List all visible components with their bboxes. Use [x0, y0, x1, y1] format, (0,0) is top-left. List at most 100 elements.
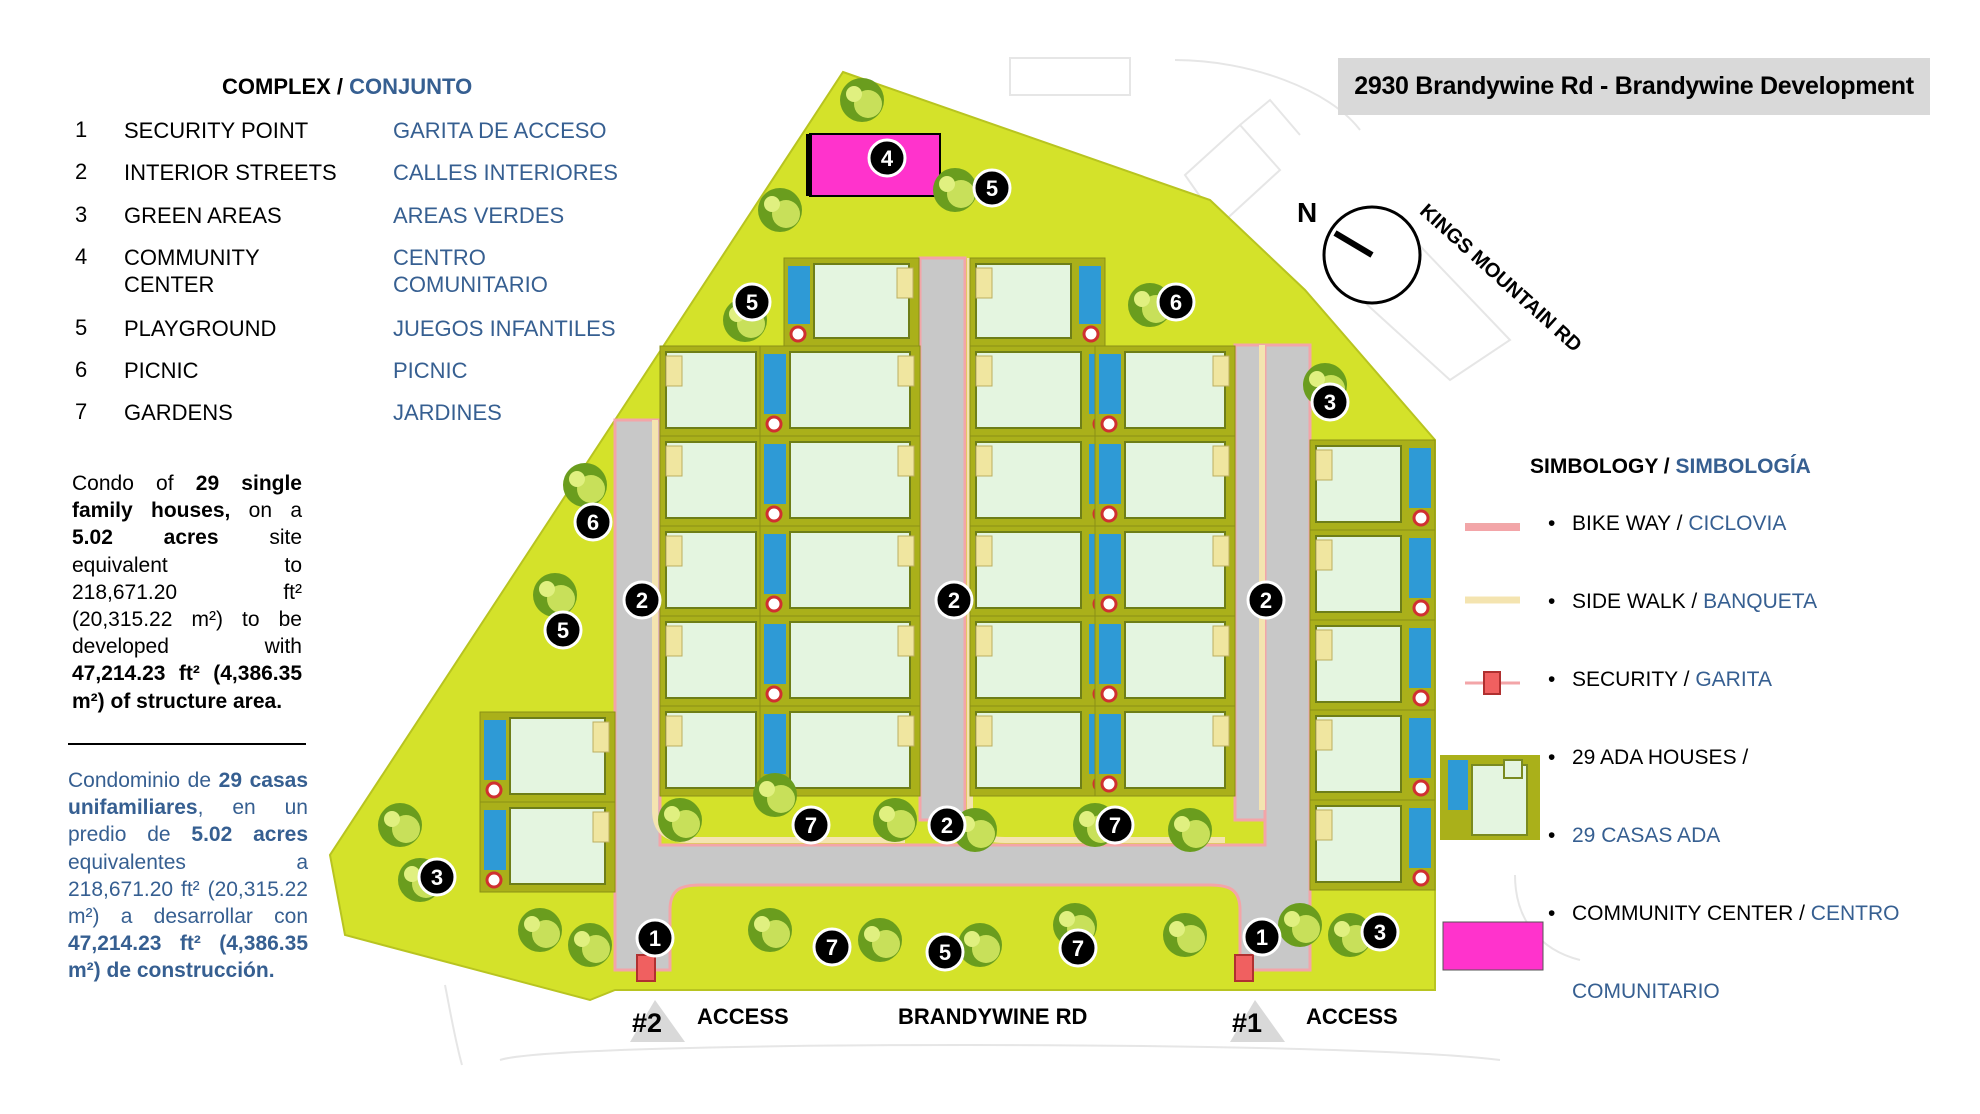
access-number-2: #2 [632, 1008, 663, 1038]
map-marker-label: 3 [1374, 920, 1386, 945]
tree [568, 923, 612, 967]
map-marker-5: 5 [972, 168, 1012, 208]
map-marker-label: 4 [881, 146, 894, 171]
house-lot [479, 801, 616, 893]
map-marker-label: 6 [1170, 290, 1182, 315]
house-lot [1094, 435, 1236, 527]
map-marker-label: 2 [636, 588, 648, 613]
house-lot [1309, 439, 1436, 531]
map-marker-5: 5 [732, 282, 772, 322]
map-marker-2: 2 [927, 805, 967, 845]
house-lot [1094, 615, 1236, 707]
map-marker-2: 2 [934, 580, 974, 620]
security-swatch [1465, 671, 1520, 695]
ada-houses [479, 257, 1436, 893]
map-marker-6: 6 [573, 502, 613, 542]
symbology-title: SIMBOLOGY / SIMBOLOGÍA [1530, 455, 1811, 478]
map-marker-5: 5 [925, 932, 965, 972]
security-booths [636, 954, 1254, 982]
house-lot [783, 257, 920, 347]
tree [378, 803, 422, 847]
house-lot [969, 615, 1116, 707]
tree [858, 918, 902, 962]
house-lot [1309, 619, 1436, 711]
map-marker-label: 3 [1324, 390, 1336, 415]
house-lot [1309, 799, 1436, 891]
access-arrows [630, 1000, 1285, 1042]
north-compass: N [1297, 197, 1422, 305]
tree [518, 908, 562, 952]
community-center-swatch [1442, 921, 1544, 971]
symbology-swatches [1440, 523, 1544, 971]
map-marker-7: 7 [791, 805, 831, 845]
map-marker-7: 7 [1058, 928, 1098, 968]
description-spanish: Condominio de 29 casas unifamiliares, en… [68, 769, 309, 983]
tree [933, 168, 977, 212]
map-marker-7: 7 [812, 927, 852, 967]
map-marker-label: 5 [557, 618, 569, 643]
house-lot [1094, 705, 1236, 797]
road-label-brandywine: BRANDYWINE RD [898, 1004, 1088, 1029]
map-marker-7: 7 [1095, 805, 1135, 845]
map-marker-label: 2 [948, 588, 960, 613]
map-marker-4: 4 [867, 138, 907, 178]
map-marker-1: 1 [635, 918, 675, 958]
tree [563, 463, 607, 507]
map-marker-label: 7 [1109, 813, 1121, 838]
tree [1163, 913, 1207, 957]
house-lot [759, 705, 921, 797]
description-divider [68, 743, 306, 745]
house-lot [969, 705, 1116, 797]
map-marker-1: 1 [1242, 917, 1282, 957]
map-marker-2: 2 [1246, 580, 1286, 620]
house-lot [1094, 525, 1236, 617]
map-marker-label: 2 [1260, 588, 1272, 613]
house-lot [1309, 529, 1436, 621]
house-lot [969, 525, 1116, 617]
map-marker-6: 6 [1156, 282, 1196, 322]
map-marker-label: 7 [826, 935, 838, 960]
legend-title: COMPLEX / CONJUNTO [222, 74, 473, 99]
tree [1168, 808, 1212, 852]
map-markers: 4 5 5 6 3 6 5 2 2 2 2 7 7 3 1 7 5 7 1 3 [417, 138, 1400, 972]
map-marker-label: 5 [939, 940, 951, 965]
access-label-2: ACCESS [697, 1004, 789, 1029]
access-label-1: ACCESS [1306, 1004, 1398, 1029]
tree [840, 78, 884, 122]
house-lot [759, 615, 921, 707]
house-lot [759, 525, 921, 617]
house-lot [759, 435, 921, 527]
tree [658, 798, 702, 842]
map-marker-label: 6 [587, 510, 599, 535]
description-english: Condo of 29 single family houses, on a 5… [72, 472, 302, 713]
map-marker-3: 3 [1310, 382, 1350, 422]
map-marker-3: 3 [417, 857, 457, 897]
north-label: N [1297, 197, 1317, 228]
map-marker-5: 5 [543, 610, 583, 650]
house-lot [759, 345, 921, 437]
map-marker-2: 2 [622, 580, 662, 620]
map-marker-label: 7 [1072, 936, 1084, 961]
tree [748, 908, 792, 952]
house-lot [969, 257, 1106, 347]
tree [873, 798, 917, 842]
house-lot [479, 711, 616, 803]
page-title: 2930 Brandywine Rd - Brandywine Developm… [1338, 58, 1930, 115]
map-marker-label: 7 [805, 813, 817, 838]
map-marker-label: 2 [941, 813, 953, 838]
tree [958, 923, 1002, 967]
map-marker-label: 5 [746, 290, 758, 315]
ada-house-swatch [1440, 755, 1540, 840]
map-marker-label: 1 [1256, 925, 1268, 950]
map-marker-label: 5 [986, 176, 998, 201]
house-lot [1309, 709, 1436, 801]
house-lot [1094, 345, 1236, 437]
tree [758, 188, 802, 232]
access-number-1: #1 [1232, 1008, 1263, 1038]
tree [533, 573, 577, 617]
map-marker-label: 1 [649, 926, 661, 951]
map-marker-label: 3 [431, 865, 443, 890]
house-lot [969, 435, 1116, 527]
tree [1278, 903, 1322, 947]
